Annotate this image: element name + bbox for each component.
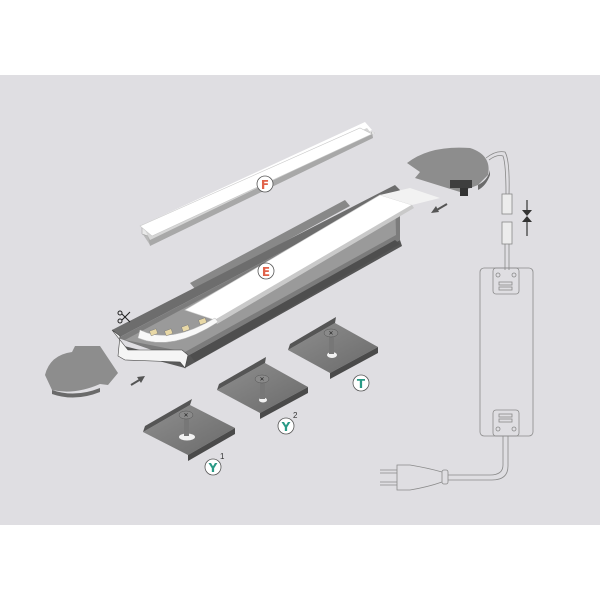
led-strip: [137, 317, 219, 343]
label-y2: Y 2: [277, 411, 298, 435]
arrow-connect-icon: [431, 203, 448, 213]
svg-text:1: 1: [220, 452, 225, 461]
cable-connector: [485, 151, 513, 270]
arrow-insert-icon: [130, 376, 145, 386]
mounting-bracket-t: ✕: [288, 317, 378, 379]
svg-text:Y: Y: [208, 461, 218, 475]
label-y1: Y 1: [204, 452, 225, 476]
scissors-icon: [117, 310, 131, 324]
power-supply: [479, 267, 534, 437]
label-e: E: [257, 262, 275, 280]
svg-text:✕: ✕: [328, 331, 333, 337]
svg-text:✕: ✕: [183, 413, 188, 419]
compress-arrows-icon: [522, 200, 532, 236]
svg-text:F: F: [261, 178, 269, 192]
svg-text:T: T: [357, 377, 366, 391]
aluminium-profile: [111, 185, 440, 369]
mounting-bracket-y2: ✕: [217, 357, 308, 419]
svg-text:E: E: [262, 265, 270, 279]
euro-plug: [380, 436, 509, 491]
label-f: F: [256, 175, 274, 193]
label-t: T: [352, 374, 370, 392]
end-cap-left: [45, 346, 118, 398]
svg-text:Y: Y: [281, 420, 291, 434]
end-cap-right: [407, 147, 490, 196]
mounting-bracket-y1: ✕: [143, 399, 235, 461]
svg-text:2: 2: [293, 411, 298, 420]
svg-text:✕: ✕: [259, 377, 264, 383]
